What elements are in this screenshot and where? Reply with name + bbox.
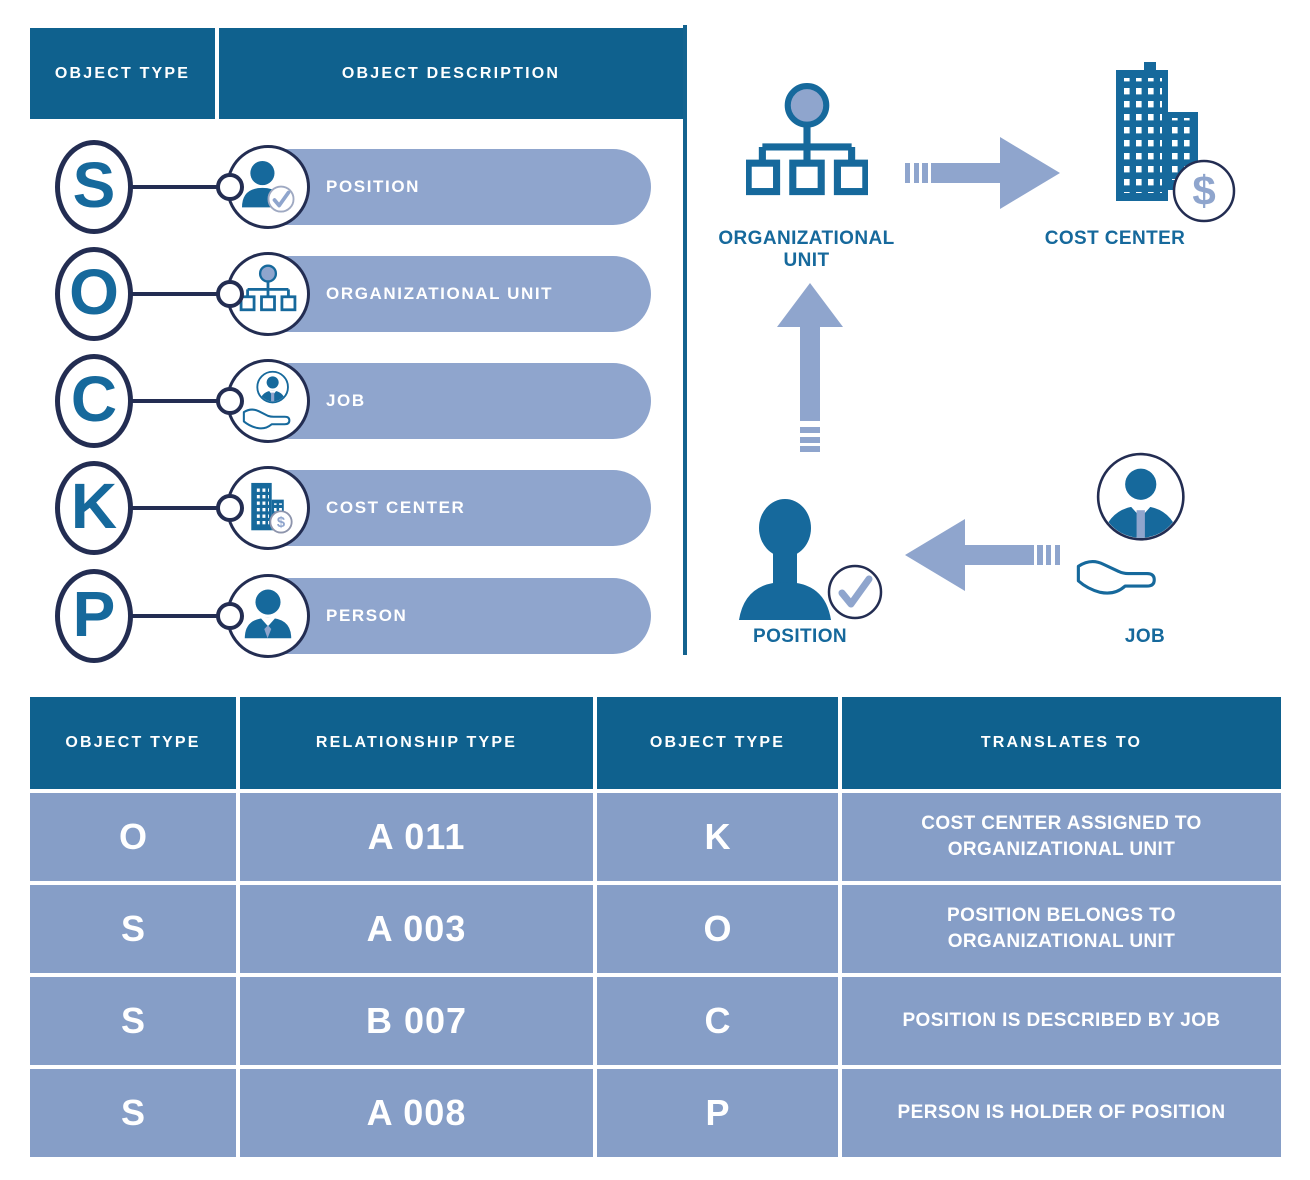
- cell-related-object-type: C: [597, 977, 838, 1065]
- svg-text:$: $: [277, 515, 286, 531]
- panel-divider: [683, 25, 687, 655]
- connector-line: [128, 506, 220, 510]
- cell-translates-to: POSITION BELONGS TO ORGANIZATIONAL UNIT: [947, 905, 1176, 952]
- cell-related-object-type: K: [597, 793, 838, 881]
- connector-dot: [216, 602, 244, 630]
- letter-s: S: [72, 149, 116, 221]
- description-pill-position: POSITION: [256, 149, 651, 225]
- connector-line: [128, 614, 220, 618]
- letter-c: C: [70, 363, 118, 435]
- arrow-left-icon: [905, 519, 1060, 591]
- cell-object-type: S: [30, 885, 236, 973]
- connector-line: [128, 185, 220, 189]
- connector-dot: [216, 494, 244, 522]
- cell-related-object-type: O: [597, 885, 838, 973]
- pill-label: JOB: [326, 391, 366, 410]
- rel-header-relationship-type: RELATIONSHIP TYPE: [240, 697, 593, 789]
- description-pill-person: PERSON: [256, 578, 651, 654]
- header-object-description: OBJECT DESCRIPTION: [341, 64, 561, 82]
- letter-circle-o: O: [55, 247, 133, 341]
- job-icon: [1076, 452, 1185, 595]
- letter-circle-k: K: [55, 461, 133, 555]
- cost-center-label: COST CENTER: [1044, 228, 1186, 249]
- letter-o: O: [69, 256, 119, 328]
- position-label: POSITION: [753, 626, 847, 647]
- pill-label: PERSON: [326, 606, 408, 625]
- arrow-right-icon: [905, 137, 1060, 209]
- cell-object-type: O: [30, 793, 236, 881]
- object-type-table-header: OBJECT TYPE OBJECT DESCRIPTION: [30, 28, 683, 119]
- org-unit-label: ORGANIZATIONAL UNIT: [718, 228, 895, 271]
- cell-translates-to: POSITION IS DESCRIBED BY JOB: [902, 1010, 1221, 1032]
- pill-label: POSITION: [326, 177, 421, 196]
- hand-person-icon: [242, 370, 291, 430]
- rel-header-translates-to: TRANSLATES TO: [842, 697, 1281, 789]
- cell-translates-to: PERSON IS HOLDER OF POSITION: [897, 1102, 1226, 1124]
- description-pill-cost-center: COST CENTER: [256, 470, 651, 546]
- letter-circle-s: S: [55, 140, 133, 234]
- cell-related-object-type: P: [597, 1069, 838, 1157]
- rel-header-object-type-1: OBJECT TYPE: [30, 697, 236, 789]
- connector-line: [128, 399, 220, 403]
- connector-line: [128, 292, 220, 296]
- description-pill-job: JOB: [256, 363, 651, 439]
- building-dollar-icon: $: [251, 482, 293, 534]
- pill-label: COST CENTER: [326, 498, 466, 517]
- arrow-up-icon: [777, 283, 843, 452]
- person-icon: [244, 589, 292, 639]
- cell-relationship-type: B 007: [240, 977, 593, 1065]
- cell-translates-to: COST CENTER ASSIGNED TO ORGANIZATIONAL U…: [921, 813, 1202, 860]
- rel-header-object-type-2: OBJECT TYPE: [597, 697, 838, 789]
- cell-object-type: S: [30, 1069, 236, 1157]
- header-object-type: OBJECT TYPE: [30, 28, 219, 119]
- cell-relationship-type: A 003: [240, 885, 593, 973]
- pill-label: ORGANIZATIONAL UNIT: [326, 284, 554, 303]
- icon-circle: [226, 574, 310, 658]
- relationship-table: OBJECT TYPE RELATIONSHIP TYPE OBJECT TYP…: [30, 697, 1281, 1157]
- cell-relationship-type: A 008: [240, 1069, 593, 1157]
- cell-object-type: S: [30, 977, 236, 1065]
- cell-relationship-type: A 011: [240, 793, 593, 881]
- job-label: JOB: [1124, 626, 1166, 647]
- connector-dot: [216, 387, 244, 415]
- connector-dot: [216, 280, 244, 308]
- org-chart-icon: [239, 264, 297, 312]
- connector-dot: [216, 173, 244, 201]
- letter-circle-c: C: [55, 354, 133, 448]
- letter-p: P: [72, 578, 116, 650]
- letter-circle-p: P: [55, 569, 133, 663]
- org-unit-icon: [746, 83, 868, 196]
- description-pill-org-unit: ORGANIZATIONAL UNIT: [256, 256, 651, 332]
- letter-k: K: [70, 470, 118, 542]
- position-check-icon: [739, 499, 883, 620]
- svg-text:$: $: [1192, 167, 1215, 214]
- position-check-icon: [242, 161, 295, 213]
- cost-center-icon: $: [1116, 62, 1236, 223]
